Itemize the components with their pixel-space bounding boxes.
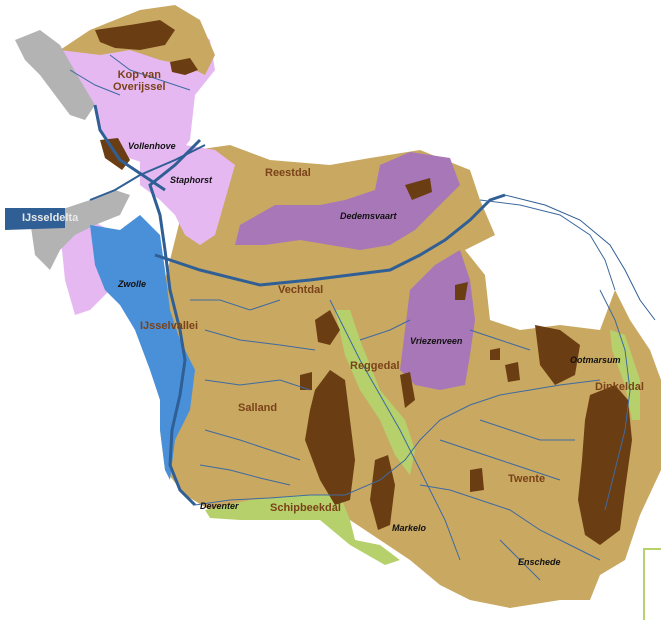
city-label-zwolle: Zwolle (118, 279, 147, 289)
green-area-reggedal (335, 310, 415, 475)
city-label-vollenhove: Vollenhove (128, 141, 176, 151)
region-label-reggedal: Reggedal (350, 360, 400, 372)
grey-area-southwest (30, 190, 130, 270)
moor-area-dedemsvaart (235, 152, 460, 250)
brown-patch-9 (400, 372, 415, 408)
city-label-markelo: Markelo (392, 523, 427, 533)
river-zwarte-water (93, 104, 166, 192)
region-label-ijsseldelta: IJsseldelta (22, 212, 79, 224)
city-label-staphorst: Staphorst (170, 175, 213, 185)
city-label-enschede: Enschede (518, 557, 561, 567)
peat-area-staphorst (140, 145, 235, 245)
brown-patch-10 (455, 282, 468, 300)
river-vecht (154, 193, 506, 287)
stream-network (69, 54, 631, 581)
region-label-ijsselvallei: IJsselvallei (140, 320, 199, 332)
region-label-kop-line1: Kop van (117, 69, 161, 81)
brown-patch-13 (470, 468, 484, 492)
water-area-ijsseldelta (5, 208, 65, 230)
river-ijssel (148, 138, 202, 507)
region-label-vechtdal: Vechtdal (278, 284, 324, 296)
brown-patch-7 (305, 370, 355, 505)
clay-area-ijssel (90, 215, 195, 480)
brown-patch-14 (505, 362, 520, 382)
brown-patch-12 (578, 385, 632, 545)
region-label-dinkeldal: Dinkeldal (595, 381, 644, 393)
region-label-kop-line2: Overijssel (113, 81, 166, 94)
brown-patch-4 (405, 178, 432, 200)
region-label-salland: Salland (238, 402, 278, 414)
region-label-reestdal: Reestdal (265, 167, 311, 179)
river-east-outline (504, 194, 656, 321)
green-area-schipbeekdal (205, 495, 400, 565)
brown-patch-5 (315, 310, 340, 345)
region-label-twente: Twente (508, 473, 546, 485)
grey-area-west (15, 30, 95, 120)
brown-patch-6 (300, 372, 312, 390)
brown-patch-11 (535, 325, 580, 385)
green-area-dinkeldal (610, 330, 640, 420)
brown-patch-1 (95, 20, 175, 50)
city-label-dedemsvaart: Dedemsvaart (340, 211, 397, 221)
region-label-schipbeekdal: Schipbeekdal (270, 502, 341, 514)
region-label-kop-van-overijssel: Kop van Overijssel (113, 69, 166, 93)
brown-patch-8 (370, 455, 395, 530)
legend-frame (643, 548, 661, 620)
city-label-vriezenveen: Vriezenveen (410, 336, 463, 346)
river-northern (89, 144, 206, 201)
brown-patch-15 (490, 348, 500, 360)
city-label-ootmarsum: Ootmarsum (570, 355, 621, 365)
city-label-deventer: Deventer (200, 501, 239, 511)
brown-patch-2 (170, 58, 198, 75)
